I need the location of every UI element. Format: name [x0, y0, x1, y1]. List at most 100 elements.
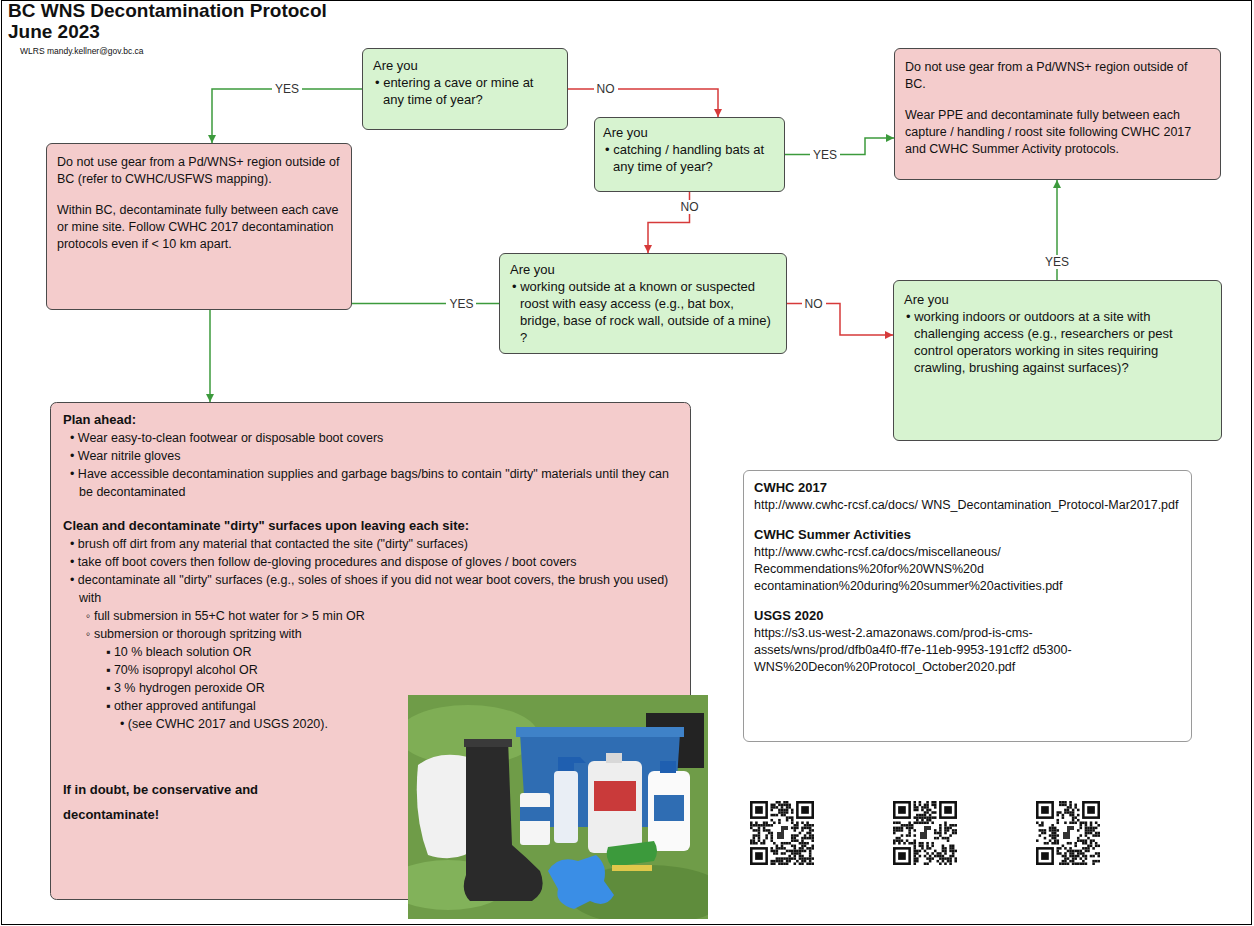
qr-module: [786, 860, 789, 863]
edge-label: YES: [1042, 255, 1072, 269]
qr-module: [776, 845, 779, 848]
qr-module: [811, 857, 814, 860]
qr-module: [949, 862, 952, 865]
qr-module: [911, 842, 914, 845]
qr-ground: [748, 799, 816, 867]
qr-module: [903, 824, 906, 827]
bullet-item: • decontaminate all "dirty" surfaces (e.…: [63, 571, 678, 607]
qr-module: [1054, 834, 1057, 837]
qr-module: [773, 842, 776, 845]
qr-module: [1090, 845, 1093, 848]
qr-module: [893, 839, 896, 842]
closing-note: If in doubt, be conservative and deconta…: [63, 777, 288, 827]
qr-module: [1085, 834, 1088, 837]
qr-module: [939, 852, 942, 855]
qr-ground: [1034, 799, 1102, 867]
qr-module: [1097, 852, 1100, 855]
qr-module: [760, 842, 763, 845]
qr-module: [1095, 860, 1098, 863]
qr-module: [799, 855, 802, 858]
qr-module: [1064, 804, 1067, 807]
qr-module: [893, 827, 896, 830]
qr-module: [896, 821, 899, 824]
qr-module: [1069, 801, 1072, 804]
qr-module: [796, 860, 799, 863]
qr-module: [1095, 852, 1098, 855]
qr-module: [801, 860, 804, 863]
qr-module: [809, 862, 812, 865]
reference-url: http://www.cwhc-rcsf.ca/docs/miscellaneo…: [754, 544, 1181, 595]
qr-module: [781, 814, 784, 817]
qr-module: [929, 860, 932, 863]
qr-module: [1051, 834, 1054, 837]
qr-module: [783, 862, 786, 865]
qr-finder: [1041, 806, 1049, 814]
qr-module: [773, 804, 776, 807]
qr-module: [750, 839, 753, 842]
qr-module: [954, 857, 957, 860]
qr-module: [952, 845, 955, 848]
qr-module: [758, 837, 761, 840]
qr-module: [1077, 814, 1080, 817]
qr-module: [919, 855, 922, 858]
qr-module: [926, 816, 929, 819]
qr-module: [901, 834, 904, 837]
qr-module: [806, 827, 809, 830]
qr-module: [781, 842, 784, 845]
qr-module: [796, 839, 799, 842]
qr-module: [806, 847, 809, 850]
qr-module: [770, 837, 773, 840]
qr-module: [926, 801, 929, 804]
qr-module: [1077, 855, 1080, 858]
qr-code: [891, 799, 959, 867]
qr-module: [929, 855, 932, 858]
qr-module: [801, 837, 804, 840]
question-text: • working indoors or outdoors at a site …: [904, 308, 1211, 376]
question-text: • catching / handling bats at any time o…: [603, 141, 776, 175]
qr-module: [765, 834, 768, 837]
qr-module: [1097, 834, 1100, 837]
qr-module: [954, 832, 957, 835]
qr-module: [753, 837, 756, 840]
qr-module: [1092, 839, 1095, 842]
qr-module: [804, 834, 807, 837]
qr-module: [913, 806, 916, 809]
qr-module: [942, 860, 945, 863]
qr-module: [786, 806, 789, 809]
qr-module: [1067, 811, 1070, 814]
qr-module: [1092, 829, 1095, 832]
qr-module: [753, 824, 756, 827]
qr-module: [809, 847, 812, 850]
qr-module: [913, 845, 916, 848]
sub-sub-bullet-item: ▪ 10 % bleach solution OR: [63, 643, 678, 661]
qr-module: [1087, 829, 1090, 832]
instruction-text: Within BC, decontaminate fully between e…: [57, 202, 341, 253]
qr-module: [921, 842, 924, 845]
sub-sub-bullet-item: ▪ 70% isopropyl alcohol OR: [63, 661, 678, 679]
qr-module: [809, 824, 812, 827]
qr-module: [939, 832, 942, 835]
qr-module: [781, 804, 784, 807]
qr-module: [791, 857, 794, 860]
qr-module: [1051, 832, 1054, 835]
qr-dino-icon: [1063, 826, 1074, 839]
qr-module: [781, 806, 784, 809]
qr-module: [913, 829, 916, 832]
qr-finder: [893, 801, 911, 819]
qr-module: [783, 847, 786, 850]
qr-module: [916, 819, 919, 822]
qr-module: [801, 839, 804, 842]
qr-module: [913, 801, 916, 804]
qr-module: [942, 857, 945, 860]
qr-module: [768, 832, 771, 835]
qr-module: [801, 857, 804, 860]
qr-module: [765, 829, 768, 832]
qr-module: [942, 845, 945, 848]
qr-module: [1056, 819, 1059, 822]
qr-module: [1072, 809, 1075, 812]
qr-module: [1054, 842, 1057, 845]
qr-module: [939, 855, 942, 858]
nitrile-gloves: [548, 855, 614, 909]
qr-module: [781, 845, 784, 848]
qr-module: [778, 862, 781, 865]
